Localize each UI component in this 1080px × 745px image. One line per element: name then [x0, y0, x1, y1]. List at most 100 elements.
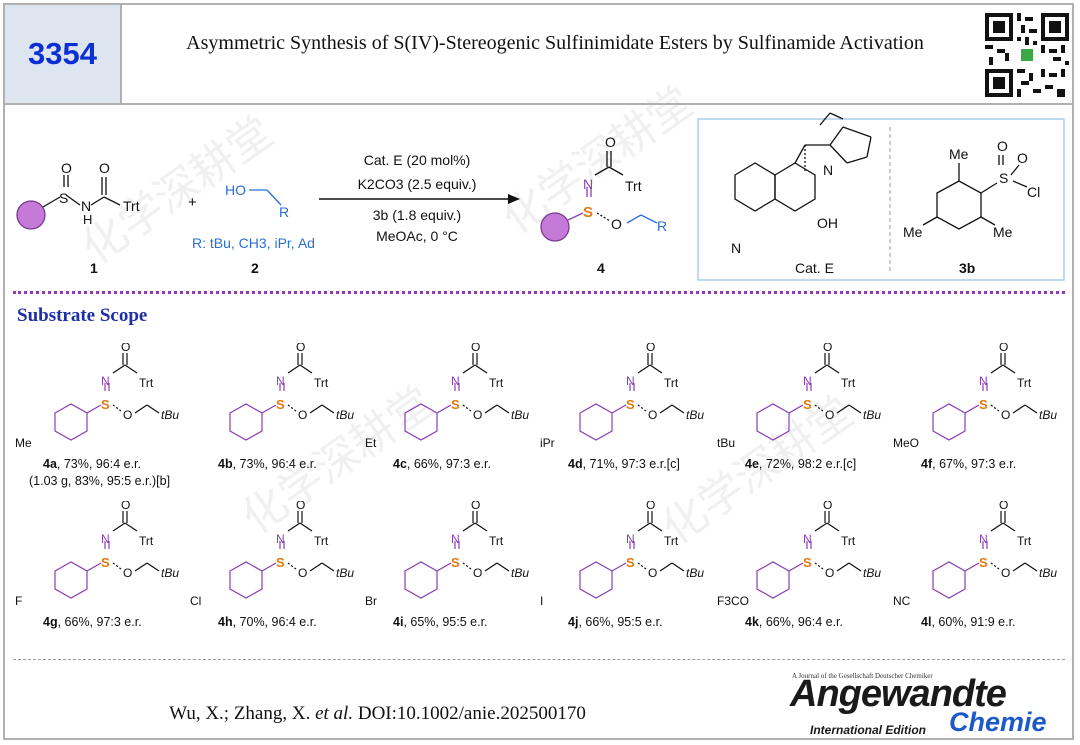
- svg-text:R: R: [657, 218, 667, 234]
- svg-text:N: N: [626, 374, 635, 388]
- citation-doi[interactable]: DOI:10.1002/anie.202500170: [353, 703, 586, 724]
- yield-er: , 71%, 97:3 e.r.[c]: [582, 457, 680, 471]
- substrate-note: (1.03 g, 83%, 95:5 e.r.)[b]: [29, 474, 171, 488]
- para-substituent: MeO: [893, 436, 919, 450]
- para-substituent: NC: [893, 594, 911, 608]
- journal-edition: International Edition: [810, 723, 926, 737]
- compound-id: 4j: [568, 615, 579, 629]
- substrate-label: 4h, 70%, 96:4 e.r.: [218, 615, 317, 629]
- plus-sign: +: [188, 194, 197, 211]
- svg-text:S: S: [451, 397, 460, 412]
- svg-text:Cl: Cl: [1027, 184, 1040, 200]
- svg-text:O: O: [1001, 408, 1010, 422]
- svg-text:Trt: Trt: [314, 376, 329, 390]
- compound-1-label: 1: [90, 260, 98, 276]
- yield-er: , 72%, 98:2 e.r.[c]: [758, 457, 857, 471]
- para-substituent: Cl: [190, 594, 201, 608]
- svg-text:O: O: [99, 160, 110, 176]
- compound-2: [249, 189, 282, 206]
- compound-id: 4d: [568, 457, 583, 471]
- substrate-label: 4f, 67%, 97:3 e.r.: [921, 457, 1016, 471]
- journal-chemie: Chemie: [949, 707, 1047, 737]
- svg-text:O: O: [123, 566, 132, 580]
- svg-text:Me: Me: [949, 146, 969, 162]
- svg-text:O: O: [823, 343, 832, 354]
- compound-id: 4i: [393, 615, 404, 629]
- svg-text:Me: Me: [993, 224, 1013, 240]
- svg-text:S: S: [276, 397, 285, 412]
- svg-text:tBu: tBu: [863, 408, 881, 422]
- svg-text:O: O: [1017, 150, 1028, 166]
- svg-text:N: N: [451, 532, 460, 546]
- svg-text:S: S: [626, 397, 635, 412]
- footer-divider: [13, 659, 1065, 660]
- svg-text:OH: OH: [817, 215, 838, 231]
- para-substituent: Et: [365, 436, 377, 450]
- para-substituent: Br: [365, 594, 377, 608]
- substrate-label: 4l, 60%, 91:9 e.r.: [921, 615, 1016, 629]
- catalyst-e-label: Cat. E: [795, 260, 834, 276]
- svg-text:Trt: Trt: [1017, 534, 1032, 548]
- article-number-box: 3354: [5, 5, 122, 103]
- catalyst-box: [697, 118, 1065, 281]
- svg-text:tBu: tBu: [161, 566, 179, 580]
- svg-text:O: O: [61, 160, 72, 176]
- svg-text:O: O: [471, 343, 480, 354]
- svg-text:N: N: [626, 532, 635, 546]
- svg-text:S: S: [803, 397, 812, 412]
- compound-4: [540, 151, 658, 242]
- yield-er: , 65%, 95:5 e.r.: [403, 615, 488, 629]
- reagent-3b-structure: [922, 155, 1028, 230]
- svg-text:O: O: [825, 408, 834, 422]
- paper-title: Asymmetric Synthesis of S(IV)-Stereogeni…: [186, 32, 924, 54]
- reagent-3b-label: 3b: [959, 260, 975, 276]
- substrate-label: 4e, 72%, 98:2 e.r.[c]: [745, 457, 856, 471]
- svg-text:tBu: tBu: [336, 408, 354, 422]
- svg-text:S: S: [626, 555, 635, 570]
- svg-text:HO: HO: [225, 182, 246, 198]
- citation-authors: Wu, X.; Zhang, X.: [169, 703, 316, 724]
- reaction-scheme: S O O N H Trt 1 + HO R R: tBu, CH3, iPr,…: [16, 112, 1065, 281]
- yield-er: , 66%, 95:5 e.r.: [578, 615, 663, 629]
- section-title: Substrate Scope: [17, 305, 148, 326]
- svg-text:tBu: tBu: [1039, 408, 1057, 422]
- yield-er: , 66%, 97:3 e.r.: [406, 457, 491, 471]
- compound-id: 4h: [218, 615, 233, 629]
- condition-line-1: Cat. E (20 mol%): [364, 152, 471, 168]
- compound-id: 4b: [218, 457, 233, 471]
- substrate-label: 4i, 65%, 95:5 e.r.: [393, 615, 488, 629]
- svg-text:Trt: Trt: [1017, 376, 1032, 390]
- yield-er: , 66%, 96:4 e.r.: [758, 615, 843, 629]
- substrate-label: 4b, 73%, 96:4 e.r.: [218, 457, 317, 471]
- condition-line-3: 3b (1.8 equiv.): [373, 207, 461, 223]
- svg-text:S: S: [101, 555, 110, 570]
- svg-text:Trt: Trt: [123, 198, 140, 214]
- svg-text:Trt: Trt: [841, 534, 856, 548]
- para-substituent: tBu: [717, 436, 735, 450]
- compound-2-label: 2: [251, 260, 259, 276]
- svg-text:Trt: Trt: [841, 376, 856, 390]
- svg-text:Trt: Trt: [664, 534, 679, 548]
- svg-text:N: N: [583, 176, 593, 192]
- qr-code-icon[interactable]: [985, 13, 1069, 97]
- compound-id: 4f: [921, 457, 933, 471]
- para-substituent: Me: [15, 436, 32, 450]
- svg-text:Me: Me: [903, 224, 923, 240]
- svg-text:N: N: [979, 532, 988, 546]
- yield-er: , 60%, 91:9 e.r.: [931, 615, 1016, 629]
- svg-text:S: S: [979, 397, 988, 412]
- compound-id: 4e: [745, 457, 759, 471]
- svg-text:O: O: [296, 343, 305, 354]
- compound-id: 4g: [43, 615, 58, 629]
- substrate-label: 4d, 71%, 97:3 e.r.[c]: [568, 457, 680, 471]
- svg-text:O: O: [999, 343, 1008, 354]
- section-divider: [13, 291, 1065, 294]
- svg-text:O: O: [646, 343, 655, 354]
